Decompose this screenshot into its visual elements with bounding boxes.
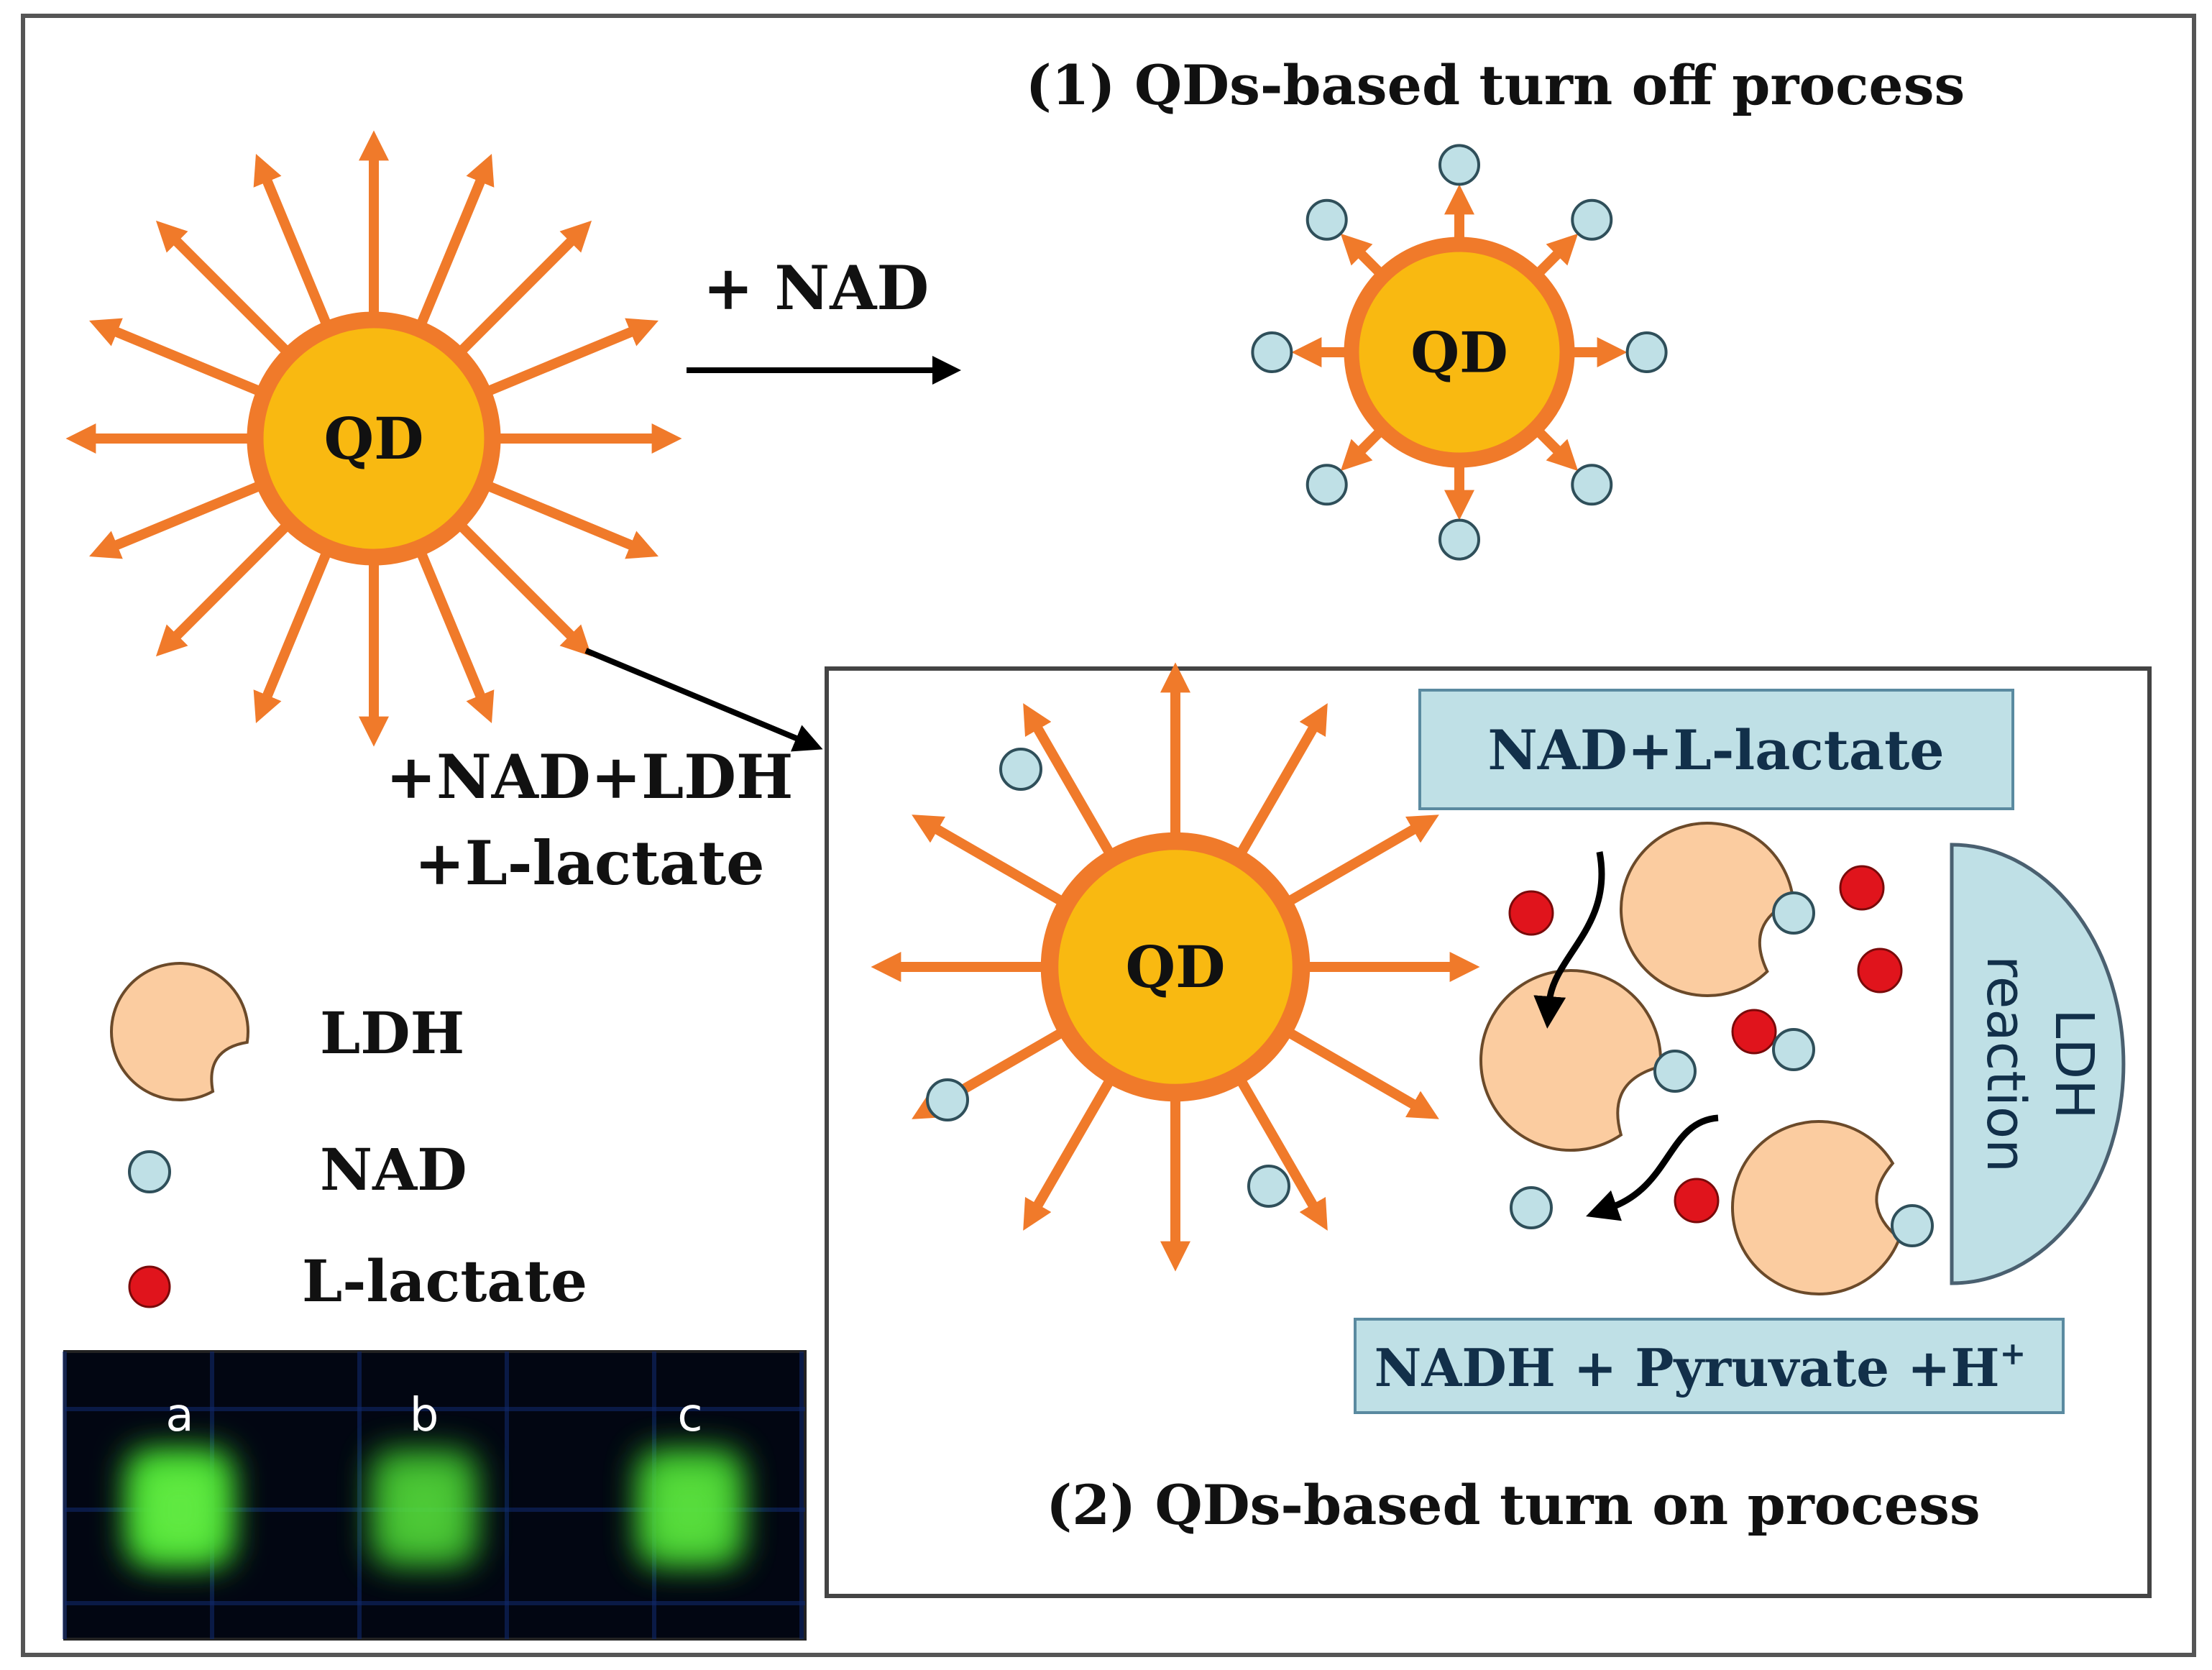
plus-nad-label: + NAD [703,252,929,324]
ldh-reaction-label-line1: LDH [2043,1009,2105,1119]
emission-ray [470,474,658,559]
lactate-dot-icon [128,1265,171,1308]
emission-ray [89,318,277,403]
arrow-to-turn-on [584,648,823,752]
emission-ray [446,220,592,367]
product-box [1354,1318,2065,1414]
emission-ray [410,535,495,723]
nad-molecule [1438,144,1480,186]
qd-core [247,311,501,566]
turn-on-inset-box [825,666,2152,1598]
emission-ray [155,510,302,657]
plus-nad-ldh-label: +NAD+LDH [386,741,794,812]
nad-molecule [1305,464,1348,506]
qd-emitting-restored: QD [871,662,1480,1272]
emission-ray [89,474,277,559]
nad-molecule [926,1078,969,1121]
fluorescent-well-core [651,1467,730,1553]
emission-ray [410,154,495,342]
l-lactate-molecule [1674,1178,1720,1224]
well-label-c: c [677,1389,702,1442]
substrate-box [1418,689,2014,810]
qd-core [1344,237,1575,468]
nad-molecule [1625,331,1668,373]
plus-lactate-label: +L-lactate [414,827,764,899]
curved-arrow-release-nadh [1586,1114,1719,1221]
nad-molecule [1653,1050,1697,1093]
qd-quenched-by-nad: QD [1251,144,1668,561]
emission-ray [1270,815,1439,915]
legend-label-l-lactate: L-lactate [302,1247,587,1315]
emission-ray [1227,1062,1328,1231]
product-box-superscript: + [1999,1336,2026,1372]
fluorescence-photo: a b c [63,1350,807,1641]
nad-molecule [1438,518,1480,561]
emission-ray [1270,1019,1439,1119]
l-lactate-molecule [1839,865,1885,911]
emission-ray [253,154,338,342]
qd-emitting-large: QD [65,130,682,747]
legend-label-nad: NAD [320,1136,467,1203]
product-box-main: NADH + Pyruvate +H [1375,1337,2000,1398]
fluorescent-well-core [385,1467,464,1553]
nad-molecule [1772,1028,1815,1071]
nad-molecule [1891,1204,1934,1247]
nad-molecule [999,748,1042,791]
l-lactate-molecule [1508,890,1554,936]
fluorescent-well-core [140,1467,219,1553]
product-box-label: NADH + Pyruvate +H+ [1375,1336,2027,1398]
l-lactate-molecule [1731,1009,1777,1055]
inset-reaction-molecules [926,748,1934,1295]
l-lactate-molecule [1857,948,1903,994]
nad-molecule [1571,464,1613,506]
process2-title: (2) QDs-based turn on process [1046,1473,1980,1537]
nad-molecule [1772,891,1815,935]
emission-ray [155,220,302,367]
curved-arrow-lactate-to-ldh [1533,851,1605,1029]
ldh-enzyme [1731,1120,1901,1295]
emission-ray [912,815,1080,915]
qd-label: QD [323,405,423,472]
nad-molecule [1571,198,1613,241]
qd-label: QD [1410,320,1508,385]
substrate-box-label: NAD+L-lactate [1487,718,1944,782]
process1-title: (1) QDs-based turn off process [1026,53,1965,117]
nad-molecule [1247,1165,1290,1208]
emission-ray [1227,703,1328,872]
qd-core [1040,832,1311,1102]
nad-molecule [1251,331,1293,373]
emission-ray [1023,703,1124,872]
well-label-b: b [410,1389,439,1442]
legend-label-ldh: LDH [320,999,464,1067]
nad-molecule [1510,1186,1553,1229]
qd-label: QD [1125,933,1225,1001]
ldh-reaction-label-line2: reaction [1975,955,2037,1173]
ldh-reaction-arc [1950,843,2126,1285]
ldh-enzyme [1620,822,1795,997]
well-label-a: a [165,1389,193,1442]
ldh-enzyme-icon [110,962,249,1101]
emission-ray [1023,1062,1124,1231]
emission-ray [253,535,338,723]
emission-ray [446,510,592,657]
emission-ray [470,318,658,403]
legend: LDH NAD L-lactate [110,962,587,1315]
nad-dot-icon [128,1150,171,1193]
nad-molecule [1305,198,1348,241]
